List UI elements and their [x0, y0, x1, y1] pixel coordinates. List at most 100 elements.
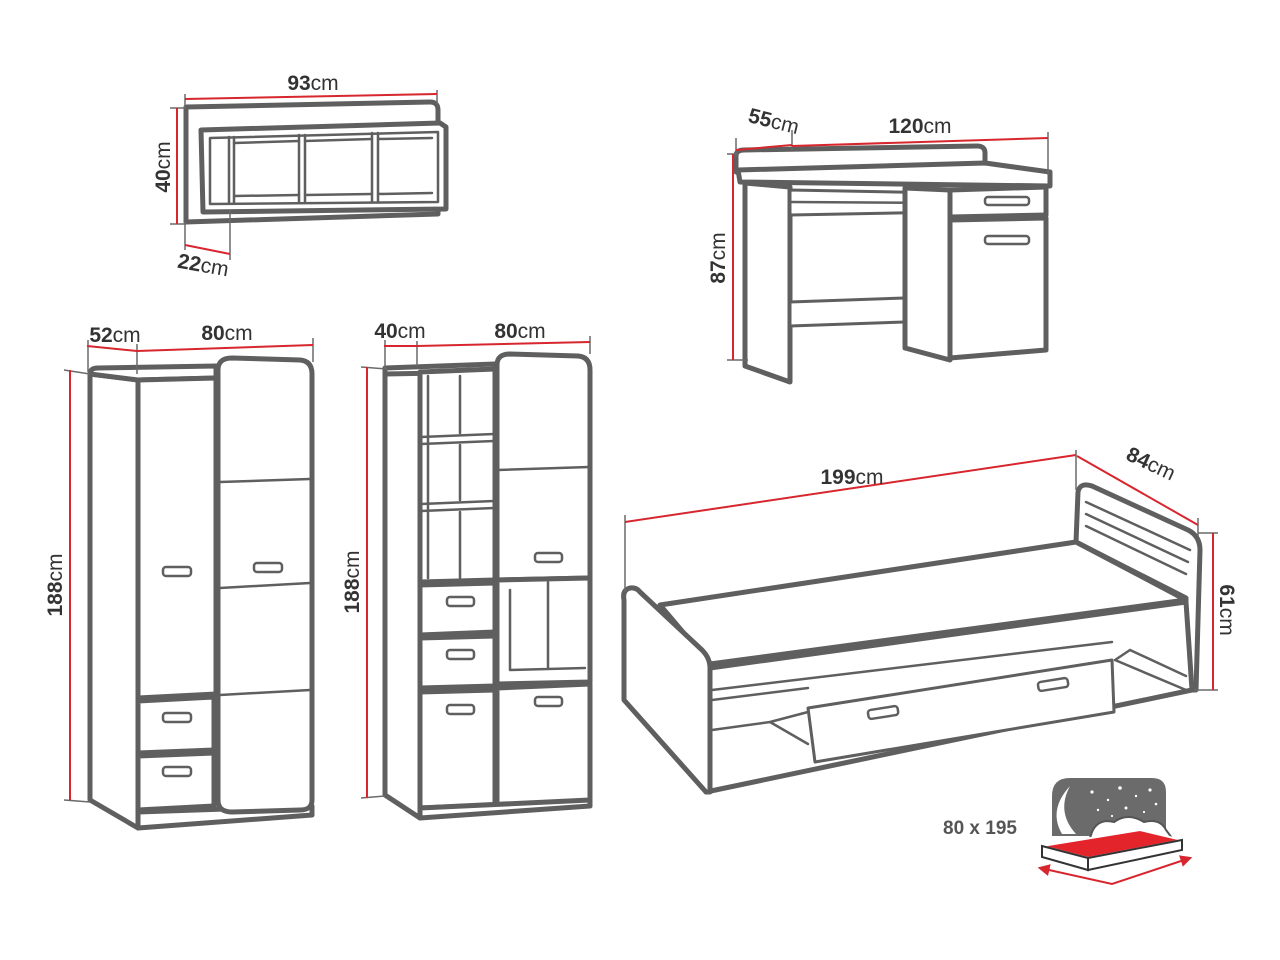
- drawer-handle: [445, 595, 476, 608]
- bed-width-label: 84cm: [1123, 443, 1179, 486]
- bookcase-height-value: 188: [341, 578, 364, 613]
- desk-width-value: 120: [888, 115, 923, 138]
- bed-footboard: [621, 585, 713, 795]
- wardrobe-door-division: [218, 477, 312, 697]
- wardrobe-side: [87, 371, 141, 831]
- desk-depth-value: 55: [746, 104, 775, 132]
- bed-height-value: 61: [1215, 584, 1238, 608]
- door-handle: [252, 561, 284, 574]
- desk-depth-line: [735, 144, 793, 151]
- shelf-width-line: [184, 93, 438, 100]
- bed-headboard-stripe: [1084, 500, 1192, 576]
- wardrobe-width-unit: cm: [225, 322, 253, 345]
- bookcase-open-shelves: [417, 366, 498, 585]
- drawer-handle: [161, 711, 193, 724]
- wardrobe-height-value: 188: [44, 581, 67, 616]
- door-handle: [533, 695, 564, 708]
- wardrobe-depth-unit: cm: [113, 324, 141, 347]
- bookcase-depth-value: 40: [374, 320, 397, 343]
- bed-length-label: 199cm: [820, 466, 883, 489]
- wardrobe-depth-value: 52: [89, 324, 112, 347]
- wardrobe-width-line: [136, 344, 314, 352]
- mattress-size-arrow: [1037, 855, 1193, 886]
- bookcase-tall-door: [494, 351, 593, 583]
- wardrobe-extension-line: [63, 369, 91, 803]
- wall-shelf: 93cm 40cm 22cm: [152, 72, 449, 282]
- shelf-divider: [370, 131, 380, 203]
- bookcase-shelf: [419, 432, 496, 513]
- drawer-handle: [866, 704, 900, 721]
- bookcase-width-unit: cm: [518, 320, 546, 343]
- drawer-handle: [161, 765, 193, 778]
- shelf-width-value: 93: [287, 72, 310, 95]
- wardrobe-width-label: 80cm: [201, 322, 252, 345]
- bed-length-line: [624, 454, 1077, 523]
- bookcase-extension-line: [360, 366, 388, 799]
- drawer-handle: [1036, 676, 1070, 693]
- bed-extension-line: [624, 450, 1077, 592]
- bookcase-width-label: 80cm: [494, 320, 545, 343]
- desk-width-line: [791, 137, 1049, 147]
- moon-icon: [1056, 786, 1076, 834]
- wardrobe-depth-line: [86, 345, 138, 352]
- shelf-depth-label: 22cm: [176, 250, 231, 282]
- bookcase-compartment-recess: [508, 580, 587, 672]
- shelf-depth-line: [184, 244, 231, 255]
- bookcase-depth-unit: cm: [398, 320, 426, 343]
- desk-height-unit: cm: [707, 232, 730, 260]
- bed-open-shelf: [710, 710, 810, 746]
- shelf-compartment-recess: [232, 136, 434, 198]
- bed: 199cm 84cm 61cm: [621, 443, 1238, 795]
- desk-width-unit: cm: [924, 115, 952, 138]
- desk-top: [735, 160, 1053, 189]
- bookcase-side: [382, 367, 423, 821]
- bed-height-label: 61cm: [1215, 584, 1238, 635]
- bed-height-unit: cm: [1215, 608, 1238, 636]
- shelf-divider: [227, 135, 236, 205]
- wardrobe-width-value: 80: [201, 322, 224, 345]
- shelf-depth-unit: cm: [199, 254, 231, 282]
- door-handle: [161, 565, 193, 578]
- bookcase-door-division: [496, 465, 591, 472]
- mattress-size-label: 80 x 195: [943, 818, 1017, 839]
- bookcase: 40cm 80cm 188cm: [341, 320, 593, 821]
- bookcase-width-value: 80: [494, 320, 517, 343]
- shelf-divider: [297, 133, 307, 204]
- desk-left-leg: [742, 180, 793, 385]
- bookcase-height-label: 188cm: [341, 550, 364, 613]
- shelf-cabinet: [198, 120, 449, 215]
- bookcase-shelf-recess: [426, 374, 462, 580]
- bed-right-opening: [1113, 648, 1188, 692]
- shelf-depth-value: 22: [176, 250, 203, 277]
- mattress-night-icon: [1037, 778, 1193, 886]
- desk-width-label: 120cm: [888, 115, 951, 138]
- shelf-height-label: 40cm: [152, 141, 175, 192]
- wardrobe: 52cm 80cm 188cm: [44, 322, 315, 831]
- bookcase-drawer: [417, 633, 498, 691]
- mattress-info: 80 x 195: [943, 778, 1193, 886]
- wardrobe-depth-label: 52cm: [89, 324, 140, 347]
- door-handle: [533, 551, 564, 564]
- bed-width-line: [1076, 455, 1199, 526]
- door-handle: [983, 234, 1031, 246]
- bookcase-height-unit: cm: [341, 550, 364, 578]
- shelf-height-unit: cm: [152, 141, 175, 169]
- desk: 55cm 120cm 87cm: [707, 104, 1053, 385]
- desk-depth-label: 55cm: [746, 104, 801, 139]
- door-handle: [445, 703, 476, 716]
- bookcase-width-line: [416, 341, 591, 347]
- bed-rail-line: [710, 640, 1114, 702]
- desk-height-label: 87cm: [707, 232, 730, 283]
- wardrobe-door: [135, 375, 219, 701]
- wardrobe-height-label: 188cm: [44, 553, 67, 616]
- desk-depth-unit: cm: [769, 110, 802, 139]
- bed-length-unit: cm: [856, 466, 884, 489]
- desk-door: [947, 215, 1049, 361]
- shelf-width-label: 93cm: [287, 72, 338, 95]
- desk-height-value: 87: [707, 260, 730, 283]
- desk-pedestal-side: [902, 185, 953, 363]
- wardrobe-height-unit: cm: [44, 553, 67, 581]
- shelf-height-value: 40: [152, 169, 175, 192]
- shelf-width-unit: cm: [311, 72, 339, 95]
